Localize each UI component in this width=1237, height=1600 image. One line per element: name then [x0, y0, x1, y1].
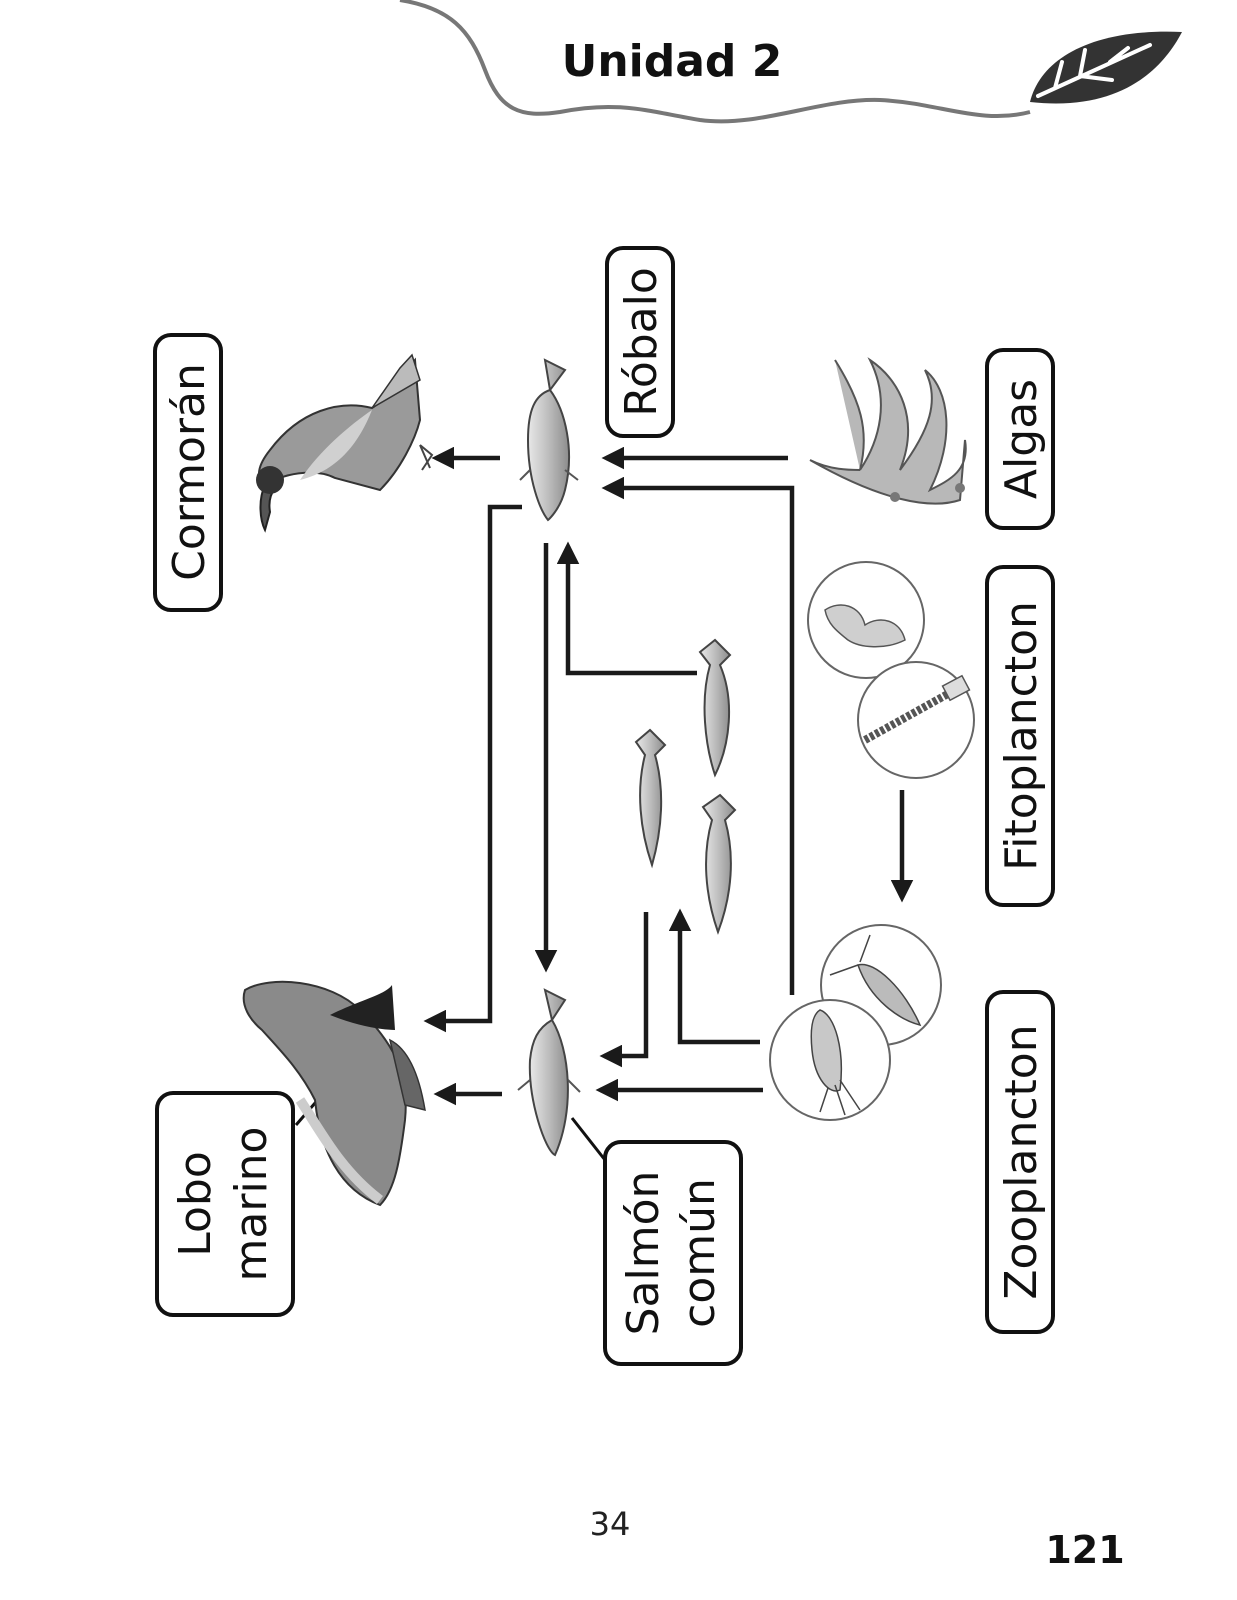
arrow-zooplancton-anchovy [668, 908, 760, 1045]
sea-lion-illustration [242, 980, 426, 1207]
book-page-number: 121 [1045, 1528, 1125, 1572]
food-web-arrows [423, 446, 914, 1106]
phytoplankton-illustration [807, 561, 975, 779]
label-salmon-comun: Salmón común [603, 1140, 743, 1366]
label-cormoran: Cormorán [153, 333, 223, 612]
label-lobo-line1: Lobo [170, 1151, 221, 1257]
leaf-icon [1030, 31, 1182, 104]
page-number: 34 [589, 1505, 631, 1543]
arrow-robalo-lobo [423, 504, 522, 1033]
label-zooplancton: Zooplancton [985, 990, 1055, 1334]
arrow-zooplancton-robalo [601, 476, 795, 995]
label-robalo-text: Róbalo [616, 267, 667, 417]
label-salmon-line2: común [674, 1178, 725, 1328]
cormorant-illustration [256, 353, 434, 533]
label-salmon-line1: Salmón [618, 1171, 669, 1336]
label-fitoplancton: Fitoplancton [985, 565, 1055, 907]
label-algas-text: Algas [996, 379, 1047, 499]
arrow-anchovy-salmon [599, 912, 649, 1068]
label-fitoplancton-text: Fitoplancton [996, 601, 1047, 871]
arrow-anchovy-robalo [556, 541, 697, 676]
label-zooplancton-text: Zooplancton [996, 1024, 1047, 1299]
zooplankton-illustration [769, 924, 942, 1121]
label-lobo-line2: marino [226, 1127, 277, 1282]
anchovy-fish-illustrations [634, 638, 737, 935]
label-lobo-marino: Lobo marino [155, 1091, 295, 1317]
unit-title: Unidad 2 [562, 36, 783, 87]
unit-header: Unidad 2 [399, 0, 1182, 124]
label-cormoran-text: Cormorán [164, 363, 215, 581]
algae-illustration [809, 357, 967, 505]
robalo-fish-illustration [519, 358, 579, 522]
salmon-pointer-line [570, 1117, 607, 1161]
label-algas: Algas [985, 348, 1055, 530]
label-robalo: Róbalo [605, 246, 675, 438]
salmon-fish-illustration [517, 988, 581, 1157]
header-wave [399, 0, 1031, 124]
